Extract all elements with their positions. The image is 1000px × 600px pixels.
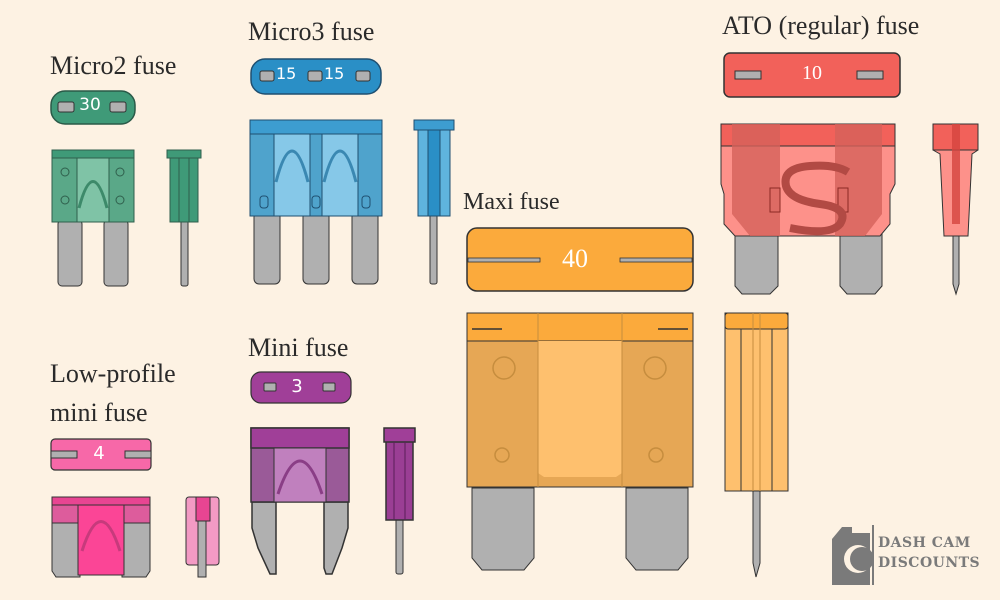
micro2-top-view [50,90,136,125]
logo-divider [872,525,874,585]
dash-cam-discounts-logo: DASH CAM DISCOUNTS [832,525,997,585]
low-profile-mini-side-view [185,496,220,578]
micro2-fuse-label: Micro2 fuse [50,51,177,80]
low-profile-mini-rating: 4 [93,443,105,464]
maxi-side-view [724,312,789,578]
logo-text: DASH CAM DISCOUNTS [878,533,980,573]
ato-side-view [932,123,979,296]
mini-front-view [250,427,350,575]
micro3-top-view [250,58,382,95]
micro3-rating-right: 15 [324,64,345,83]
low-profile-mini-front-view [51,496,151,578]
logo-line2: DISCOUNTS [878,555,981,571]
mini-top-view [250,371,352,404]
maxi-top-view [466,227,694,292]
ato-front-view [720,123,896,295]
micro2-side-view [166,149,202,287]
micro2-rating: 30 [79,95,101,115]
mini-side-view [383,427,416,575]
maxi-fuse-label: Maxi fuse [463,189,560,215]
mini-fuse-label: Mini fuse [248,333,349,362]
low-profile-mini-fuse-label-line2: mini fuse [50,398,148,427]
maxi-front-view [466,312,694,571]
ato-top-view [723,52,901,98]
ato-rating: 10 [802,62,822,84]
micro3-front-view [249,119,383,285]
micro3-side-view [413,119,455,285]
ato-fuse-label: ATO (regular) fuse [722,11,920,40]
mini-rating: 3 [291,376,303,397]
micro3-rating-left: 15 [276,64,297,83]
logo-line1: DASH CAM [878,535,971,551]
micro3-fuse-label: Micro3 fuse [248,17,375,46]
micro2-front-view [51,149,135,287]
camera-icon [832,527,874,585]
low-profile-mini-fuse-label-line1: Low-profile [50,359,176,388]
low-profile-mini-top-view [50,438,152,471]
maxi-rating: 40 [562,244,588,273]
